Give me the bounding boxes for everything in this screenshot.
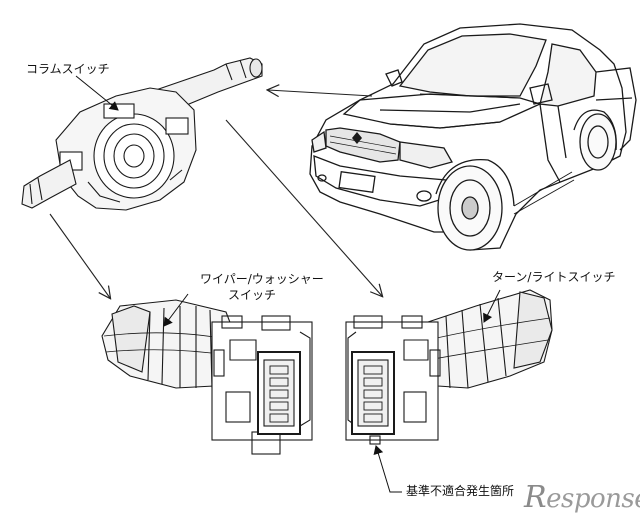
watermark-initial: R <box>524 480 547 515</box>
turn-light-switch-drawing <box>345 289 553 445</box>
column-switch-label: コラムスイッチ <box>26 62 110 76</box>
wiper-switch-label-line2: スイッチ <box>228 288 277 302</box>
watermark-text: esponse. <box>546 484 640 514</box>
wiper-switch-label-line1: ワイパー/ウォッシャー <box>200 272 324 286</box>
leader-column-switch <box>75 75 119 111</box>
leader-turn-switch <box>483 289 501 323</box>
turn-light-switch-label: ターン/ライトスイッチ <box>492 270 616 284</box>
connector-pins-right <box>363 365 383 423</box>
leader-wiper-switch <box>163 293 189 327</box>
flow-arrows <box>49 90 382 298</box>
wiper-washer-switch-drawing <box>101 299 313 455</box>
response-watermark-logo: Response. <box>524 480 640 515</box>
leader-nonconformity <box>373 445 402 493</box>
arrow-column-to-turn <box>225 119 382 296</box>
nonconformity-location-label: 基準不適合発生箇所 <box>406 484 515 498</box>
column-switch-assembly <box>21 57 263 211</box>
pickup-truck-illustration <box>309 23 637 251</box>
connector-pins-left <box>269 365 289 423</box>
arrow-truck-to-column <box>268 90 373 96</box>
leader-lines <box>75 75 501 493</box>
arrow-column-to-wiper <box>49 213 110 298</box>
